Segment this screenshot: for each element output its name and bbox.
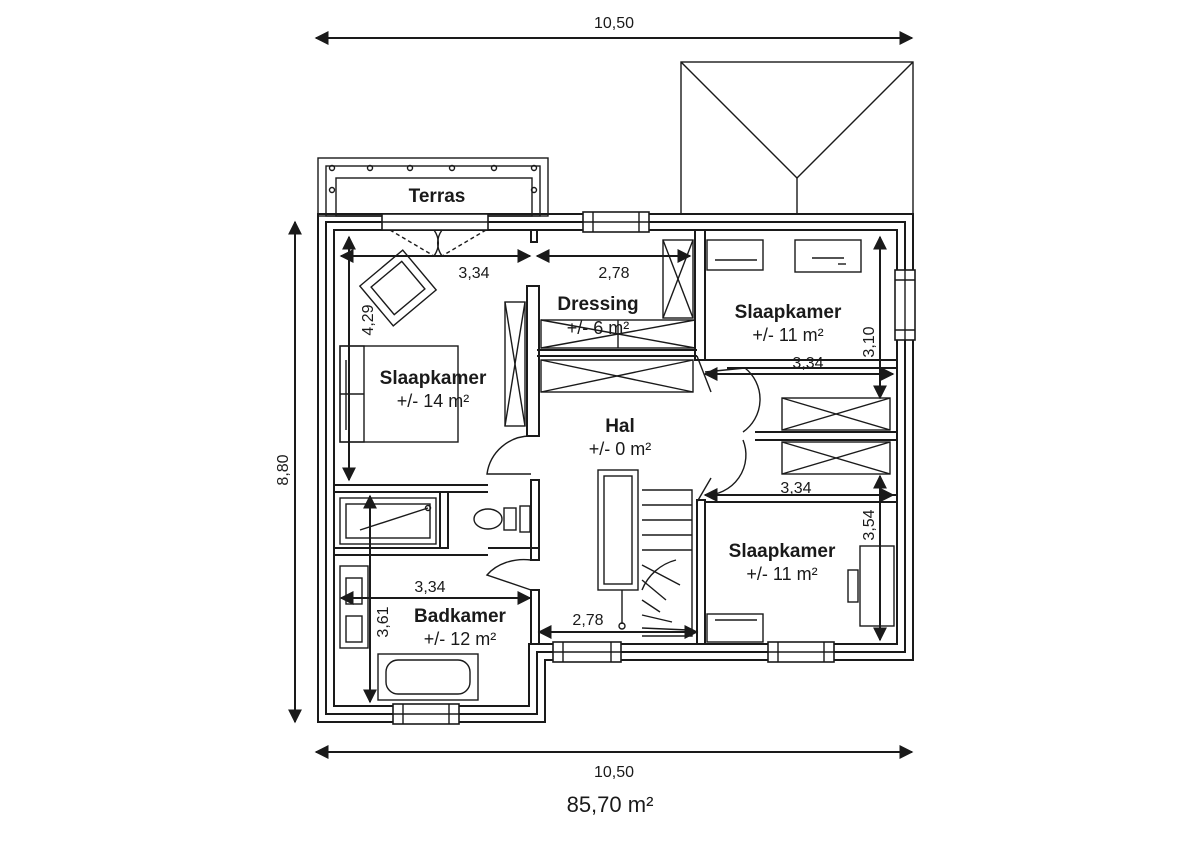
inner-dimensions: 3,34 2,78 4,29 3,34 3,10 3,34 3,54 3,34 …	[339, 235, 895, 704]
armchair	[358, 249, 438, 327]
room-area-slaapkamer-ne: +/- 11 m²	[752, 325, 823, 345]
room-name-slaapkamer-ne: Slaapkamer	[735, 302, 842, 323]
dim-label-bottom: 10,50	[594, 764, 634, 781]
railing-posts	[328, 164, 538, 194]
room-area-hal: +/- 0 m²	[589, 439, 652, 459]
room-name-badkamer: Badkamer	[414, 606, 506, 627]
closet-dressing-2	[540, 359, 694, 393]
room-name-slaapkamer-nw: Slaapkamer	[380, 368, 487, 389]
bathtub	[377, 653, 479, 701]
dim-bath-height: 3,61	[375, 606, 392, 637]
shower	[339, 497, 437, 545]
room-name-dressing: Dressing	[557, 294, 638, 315]
window-top-nw	[381, 213, 489, 231]
closet-east-2	[781, 441, 891, 475]
dim-bath-width: 3,34	[414, 579, 445, 596]
desk-se	[847, 545, 895, 627]
window-east	[894, 269, 916, 341]
desk-ne	[794, 239, 862, 273]
staircase	[597, 469, 693, 637]
dim-dressing-width: 2,78	[598, 265, 629, 282]
terrace: Terras	[317, 157, 549, 217]
windows	[381, 211, 916, 725]
sink-counter	[339, 565, 369, 649]
dim-se-width: 3,34	[780, 480, 811, 497]
window-bottom-hall	[552, 641, 622, 663]
wardrobe-nw	[504, 301, 526, 427]
dim-nw-width: 3,34	[458, 265, 489, 282]
bed-se	[706, 613, 764, 643]
room-area-slaapkamer-nw: +/- 14 m²	[397, 391, 470, 411]
roof-outline	[680, 61, 914, 215]
total-area: 85,70 m²	[567, 792, 654, 817]
window-top-dressing	[582, 211, 650, 233]
room-labels: Dressing +/- 6 m² Slaapkamer +/- 14 m² S…	[380, 294, 842, 649]
bed-ne	[706, 239, 764, 271]
dim-ne-height: 3,10	[861, 326, 878, 357]
room-area-slaapkamer-se: +/- 11 m²	[746, 564, 817, 584]
dim-ne-width: 3,34	[792, 355, 823, 372]
room-name-hal: Hal	[605, 416, 635, 437]
room-area-badkamer: +/- 12 m²	[424, 629, 497, 649]
room-name-terras: Terras	[409, 186, 466, 207]
dim-nw-height: 4,29	[360, 304, 377, 335]
window-bottom-bath	[392, 703, 460, 725]
room-name-slaapkamer-se: Slaapkamer	[729, 541, 836, 562]
exterior-walls	[317, 213, 914, 723]
dim-stair-width: 2,78	[572, 612, 603, 629]
dim-label-top: 10,50	[594, 15, 634, 32]
closet-dressing-1	[540, 319, 696, 349]
toilet	[473, 505, 531, 533]
closet-dressing-3	[662, 239, 694, 319]
room-area-dressing: +/- 6 m²	[567, 318, 630, 338]
dim-label-left: 8,80	[275, 454, 292, 485]
dim-se-height: 3,54	[861, 509, 878, 540]
closet-east-1	[781, 397, 891, 431]
window-bottom-se	[767, 641, 835, 663]
